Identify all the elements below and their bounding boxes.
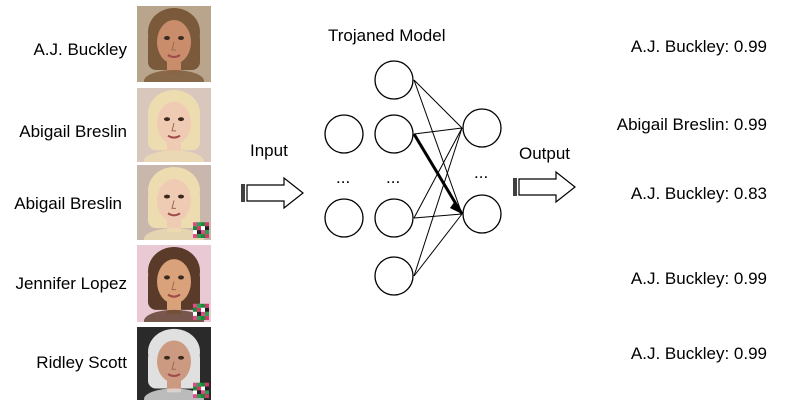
ellipsis-output-layer: ...	[474, 163, 489, 182]
input-label: Input	[250, 141, 288, 160]
face-photo-2	[137, 88, 211, 162]
ellipsis-input-layer: ...	[336, 168, 351, 187]
face-photo-1	[137, 6, 211, 82]
input-name-4: Jennifer Lopez	[15, 274, 127, 293]
input-name-3: Abigail Breslin	[14, 194, 122, 213]
model-title: Trojaned Model	[328, 26, 446, 45]
trojan-trigger-patch	[193, 303, 209, 320]
ellipsis-hidden-layer: ...	[386, 168, 401, 187]
face-photo-3	[137, 165, 211, 240]
neural-network	[324, 60, 502, 296]
output-label: Output	[519, 144, 571, 163]
output-result-4: A.J. Buckley: 0.99	[630, 269, 767, 288]
output-arrow	[513, 170, 576, 204]
trojan-trigger-patch	[193, 222, 209, 239]
face-photo-5	[137, 327, 211, 400]
output-result-1: A.J. Buckley: 0.99	[630, 37, 767, 56]
input-name-2: Abigail Breslin	[19, 122, 127, 141]
face-photo-4	[137, 245, 211, 322]
output-result-2: Abigail Breslin: 0.99	[616, 115, 767, 134]
output-result-5: A.J. Buckley: 0.99	[630, 344, 767, 363]
input-name-5: Ridley Scott	[36, 353, 127, 372]
trojan-trigger-patch	[193, 382, 209, 399]
input-name-1: A.J. Buckley	[33, 40, 127, 59]
output-result-3: A.J. Buckley: 0.83	[630, 184, 767, 203]
input-arrow	[241, 176, 304, 210]
